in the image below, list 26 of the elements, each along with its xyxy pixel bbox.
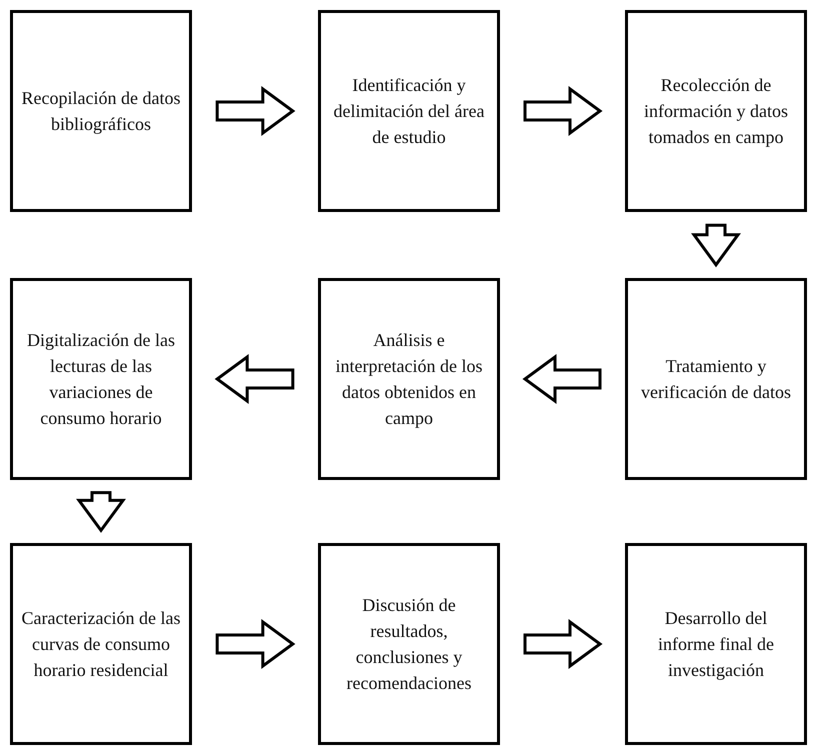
process-box xyxy=(318,278,500,480)
process-box xyxy=(625,10,807,212)
process-box xyxy=(10,278,192,480)
step-text: Recopilación de datos bibliográficos xyxy=(21,86,181,136)
step-text: Digitalización de las lecturas de las variaciones de consumo horario xyxy=(26,328,176,430)
block-arrow xyxy=(216,354,294,404)
process-box xyxy=(625,543,807,745)
block-arrow xyxy=(691,224,741,266)
step-text: Discusión de resultados, conclusiones y recomendaciones xyxy=(346,594,472,696)
step-text: Desarrollo del informe final de investigación xyxy=(657,606,775,682)
block-arrow xyxy=(524,619,602,669)
block-arrow xyxy=(524,354,602,404)
step-text: Análisis e interpretación de los datos obtenidos en campo xyxy=(334,328,484,430)
process-box xyxy=(318,10,500,212)
process-box xyxy=(10,543,192,745)
step-text: Caracterización de las curvas de consumo horario residencial xyxy=(21,606,181,682)
step-text: Tratamiento y verificación de datos xyxy=(640,354,792,404)
block-arrow xyxy=(216,86,294,136)
block-arrow xyxy=(524,86,602,136)
block-arrow xyxy=(76,491,126,532)
process-box xyxy=(318,543,500,745)
step-text: Identificación y delimitación del área de estudio xyxy=(332,74,486,150)
block-arrow xyxy=(216,619,294,669)
step-text: Recolección de información y datos tomados en campo xyxy=(643,74,789,150)
process-box xyxy=(10,10,192,212)
process-box xyxy=(625,278,807,480)
